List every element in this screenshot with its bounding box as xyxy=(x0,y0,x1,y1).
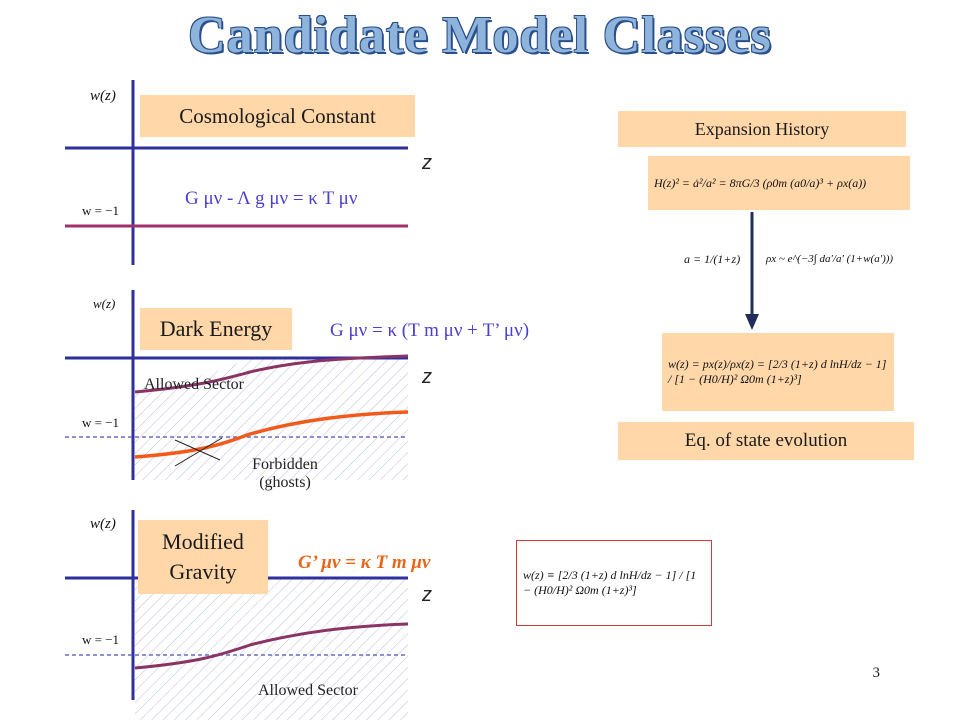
de-allowed-curve xyxy=(134,354,409,394)
de-allowed-label: Allowed Sector xyxy=(144,376,244,393)
mg-z-label: z xyxy=(422,584,432,606)
de-y-label: w(z) xyxy=(93,296,116,311)
de-forbidden-line1: Forbidden xyxy=(252,456,318,473)
expansion-history-box: Expansion History xyxy=(618,111,906,147)
cc-z-label: z xyxy=(422,152,432,174)
page-number: 3 xyxy=(872,665,881,681)
de-forbidden-line2: (ghosts) xyxy=(259,474,311,491)
de-equation: G μν = κ (T m μν + T’ μν) xyxy=(330,320,530,341)
de-z-label: z xyxy=(422,366,432,388)
de-forbidden-label: Forbidden (ghosts) xyxy=(230,456,340,492)
mg-y-label: w(z) xyxy=(90,516,116,532)
cc-equation: G μν - Λ g μν = κ T μν xyxy=(185,188,358,209)
de-label-box: Dark Energy xyxy=(140,308,292,350)
eos-evolution-box: Eq. of state evolution xyxy=(618,422,914,460)
cc-label-box: Cosmological Constant xyxy=(140,95,415,137)
mg-label-box: Modified Gravity xyxy=(138,520,268,594)
mg-label-line2: Gravity xyxy=(169,559,237,584)
de-cross-2 xyxy=(174,437,223,467)
mg-label-line1: Modified xyxy=(162,529,244,554)
mg-allowed-hatch xyxy=(135,578,408,720)
de-forbidden-curve xyxy=(134,410,409,459)
w-z-formula: w(z) = px(z)/ρx(z) = [2/3 (1+z) d lnH/dz… xyxy=(662,333,894,411)
cc-w-marker: w = −1 xyxy=(82,203,120,218)
hubble-formula: H(z)² = ȧ²/a² = 8πG/3 (ρ0m (a0/a)³ + ρx(… xyxy=(648,156,910,210)
mg-equation: G’ μν = κ T m μν xyxy=(298,552,431,573)
boxed-w-formula: w(z) ≡ [2/3 (1+z) d lnH/dz − 1] / [1 − (… xyxy=(516,540,712,626)
slide-title: Candidate Model Classes xyxy=(188,7,772,64)
mg-curve xyxy=(134,622,409,670)
mg-allowed-label: Allowed Sector xyxy=(258,682,358,699)
rho-x-formula: ρx ~ e^(−3∫ da′/a′ (1+w(a′))) xyxy=(766,236,898,282)
cc-y-label: w(z) xyxy=(90,88,116,104)
de-cross-1 xyxy=(174,439,221,461)
flow-arrow-head xyxy=(745,314,759,330)
scale-factor-formula: a = 1/(1+z) xyxy=(684,236,742,282)
de-w-marker: w = −1 xyxy=(82,415,120,430)
mg-w-marker: w = −1 xyxy=(82,632,120,647)
